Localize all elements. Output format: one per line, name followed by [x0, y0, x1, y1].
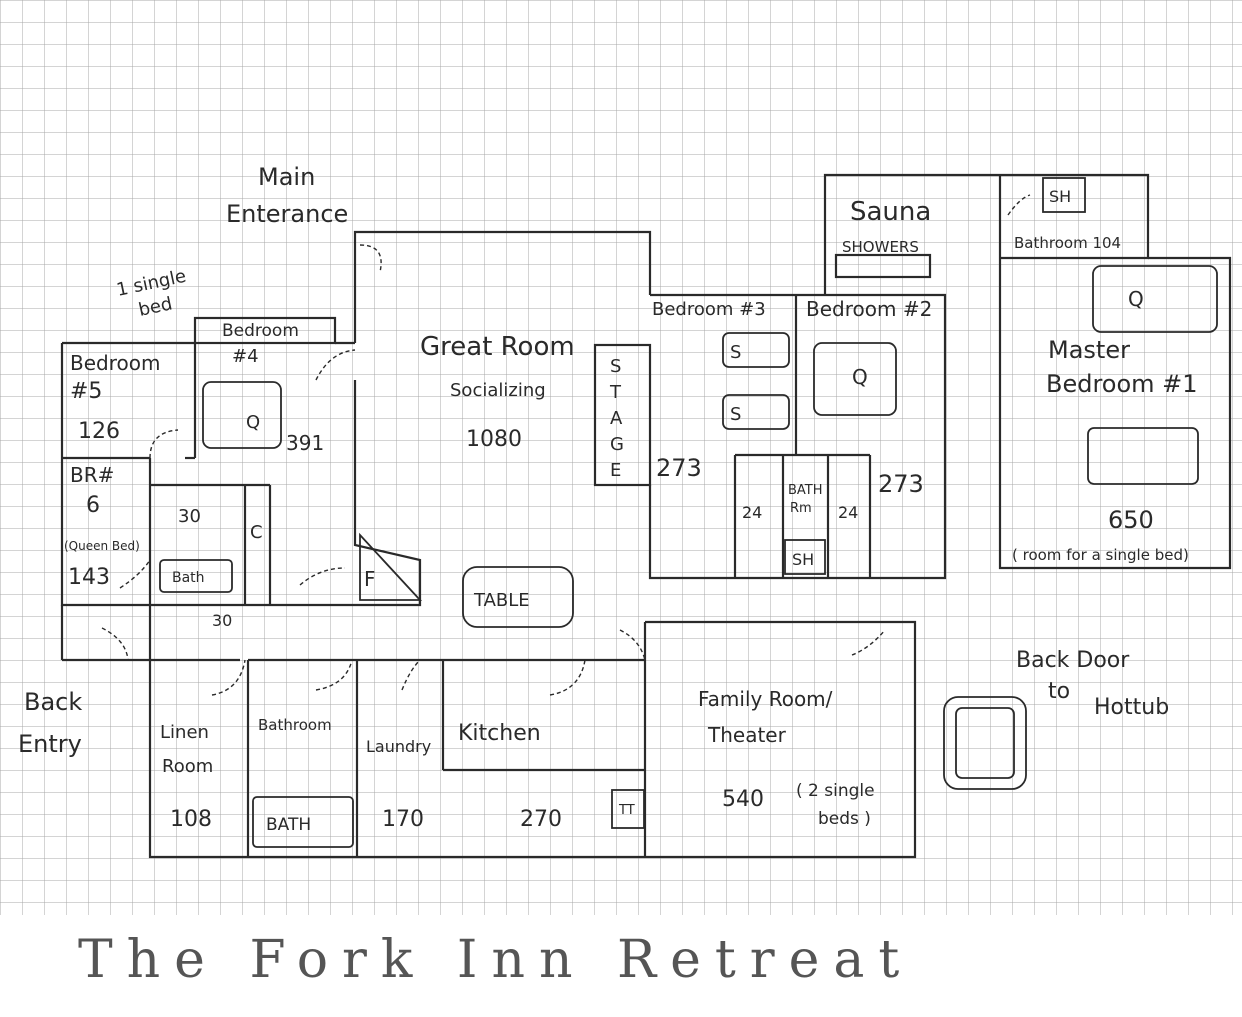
paper-bottom-margin: [0, 915, 1242, 1012]
family-label-1: Family Room/: [698, 687, 833, 711]
master-note: ( room for a single bed): [1012, 546, 1189, 564]
master-label-1: Master: [1048, 336, 1130, 364]
great-room-area: 1080: [466, 427, 522, 452]
stage-letter-5: E: [610, 460, 621, 481]
back-door-label-3: Hottub: [1094, 695, 1169, 720]
family-note-2: beds ): [818, 809, 871, 829]
fridge-label: TT: [618, 803, 635, 818]
linen-label-2: Room: [162, 756, 213, 777]
bedroom3-area: 273: [656, 454, 702, 482]
laundry-label: Laundry: [366, 737, 431, 756]
laundry-area: 170: [382, 807, 424, 832]
sh-top-label: SH: [1049, 187, 1071, 206]
door-swings: [101, 194, 1031, 696]
bedroom4-area: 391: [286, 431, 324, 455]
bed-q-bedroom4: Q: [246, 412, 260, 433]
walls: [60, 173, 1232, 859]
sh-mid-label: SH: [792, 550, 814, 569]
linen-area: 108: [170, 807, 212, 832]
master-label-2: Bedroom #1: [1046, 370, 1198, 398]
bath-tub-low-label: BATH: [266, 815, 311, 835]
bedroom5-area: 126: [78, 419, 120, 444]
great-room-label: Great Room: [420, 332, 575, 362]
bath-30b: 30: [212, 611, 232, 630]
back-entry-label-1: Back: [24, 688, 82, 716]
bathroom104-label: Bathroom 104: [1014, 234, 1121, 252]
bed-s-1: S: [730, 342, 741, 363]
sauna-label: Sauna: [850, 197, 931, 227]
master-area: 650: [1108, 506, 1154, 534]
bath-rm-label-2: Rm: [790, 501, 812, 516]
bed-s-2: S: [730, 404, 741, 425]
main-entrance-label-2: Enterance: [226, 200, 348, 228]
bedroom2-area: 273: [878, 470, 924, 498]
back-entry-label-2: Entry: [18, 730, 82, 758]
bath-rm-label-1: BATH: [788, 483, 823, 498]
graph-paper: [0, 0, 1242, 915]
bath-24b: 24: [838, 503, 858, 522]
great-room-sub: Socializing: [450, 380, 546, 401]
table-label: TABLE: [473, 590, 530, 611]
stage-letter-2: T: [609, 382, 622, 403]
bathroom-low-label: Bathroom: [258, 716, 332, 734]
showers-label: SHOWERS: [842, 238, 919, 256]
stage-letter-3: A: [610, 408, 623, 429]
stage-letter-1: S: [610, 356, 621, 377]
br6-label: BR#: [70, 463, 114, 487]
br6-num: 6: [86, 493, 100, 518]
closet-c-label: C: [250, 522, 263, 543]
labels: Main Enterance 1 single bed Bedroom #5 1…: [18, 163, 1198, 835]
bath-24a: 24: [742, 503, 762, 522]
page-title: The Fork Inn Retreat: [78, 930, 914, 990]
closet-f-label: F: [364, 567, 376, 591]
bed-q-master: Q: [1128, 287, 1144, 311]
bedroom5-label: Bedroom: [70, 351, 160, 375]
bedroom5-num: #5: [70, 379, 102, 404]
bedroom4-num: #4: [232, 346, 259, 367]
family-area: 540: [722, 787, 764, 812]
br6-note: (Queen Bed): [64, 539, 140, 553]
main-entrance-label-1: Main: [258, 163, 315, 191]
br6-area: 143: [68, 565, 110, 590]
back-door-label-1: Back Door: [1016, 648, 1130, 673]
kitchen-label: Kitchen: [458, 721, 541, 746]
stage-letter-4: G: [610, 434, 624, 455]
bedroom4-label: Bedroom: [222, 321, 299, 341]
bath-30a: 30: [178, 506, 201, 527]
furniture: [159, 177, 1218, 848]
bedroom2-label: Bedroom #2: [806, 297, 932, 321]
back-door-label-2: to: [1048, 679, 1070, 704]
family-note-1: ( 2 single: [796, 781, 875, 801]
bed-q-bedroom2: Q: [852, 365, 868, 389]
linen-label-1: Linen: [160, 722, 209, 743]
kitchen-area: 270: [520, 807, 562, 832]
family-label-2: Theater: [707, 723, 787, 747]
bedroom3-label: Bedroom #3: [652, 299, 766, 320]
bath-tub-small-label: Bath: [172, 570, 205, 586]
